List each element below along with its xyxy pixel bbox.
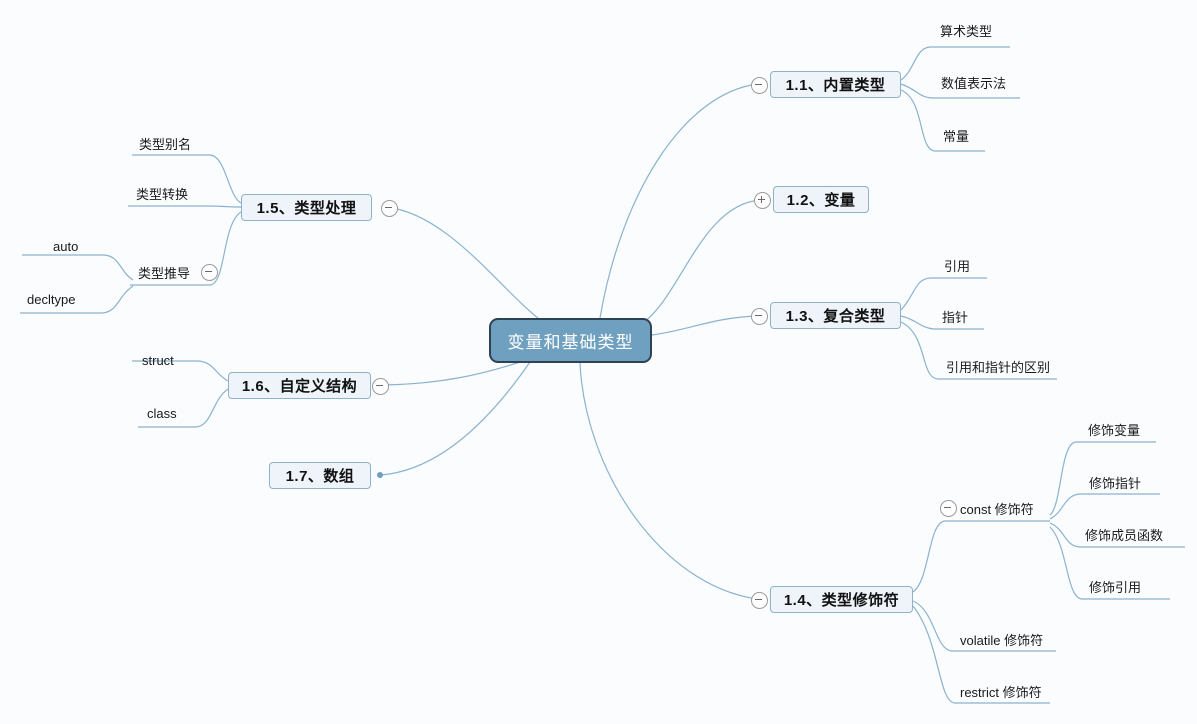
collapse-toggle-type-deduction[interactable]	[201, 264, 218, 281]
leaf-label: 修饰成员函数	[1085, 527, 1164, 543]
leaf-label: 常量	[943, 128, 970, 144]
leaf-label: decltype	[27, 291, 76, 307]
leaf-label: 修饰变量	[1088, 422, 1141, 438]
branch-node-1-3[interactable]: 1.3、复合类型	[770, 302, 901, 329]
leaf-type-alias[interactable]: 类型别名	[139, 133, 239, 153]
expand-toggle-1-2[interactable]	[754, 192, 771, 209]
leaf-reference-vs-pointer[interactable]: 引用和指针的区别	[946, 356, 1116, 376]
leaf-modify-reference[interactable]: 修饰引用	[1089, 576, 1197, 596]
leaf-modify-pointer[interactable]: 修饰指针	[1089, 472, 1197, 492]
branch-node-1-7[interactable]: 1.7、数组	[269, 462, 371, 489]
leaf-label: 修饰指针	[1089, 475, 1142, 491]
leaf-pointer[interactable]: 指针	[942, 306, 1022, 326]
leaf-struct[interactable]: struct	[142, 350, 222, 370]
leaf-auto[interactable]: auto	[53, 236, 133, 256]
leaf-label: auto	[53, 238, 79, 254]
branch-node-1-6-label: 1.6、自定义结构	[241, 378, 358, 395]
leaf-modify-variable[interactable]: 修饰变量	[1088, 419, 1197, 439]
leaf-type-conversion[interactable]: 类型转换	[136, 183, 236, 203]
leaf-label: 算术类型	[940, 23, 993, 39]
collapse-toggle-1-6[interactable]	[372, 378, 389, 395]
leaf-connector-dot-1-7	[377, 472, 383, 478]
collapse-toggle-const[interactable]	[940, 500, 957, 517]
leaf-label: volatile 修饰符	[960, 632, 1044, 648]
leaf-numeric-notation[interactable]: 数值表示法	[941, 72, 1081, 92]
leaf-class[interactable]: class	[147, 403, 227, 423]
leaf-label: 引用	[944, 258, 971, 274]
leaf-label: class	[147, 405, 177, 421]
leaf-restrict-modifier[interactable]: restrict 修饰符	[960, 681, 1100, 701]
branch-node-1-1-label: 1.1、内置类型	[785, 77, 886, 94]
branch-node-1-6[interactable]: 1.6、自定义结构	[228, 372, 371, 399]
leaf-label: struct	[142, 352, 174, 368]
branch-node-1-5[interactable]: 1.5、类型处理	[241, 194, 372, 221]
leaf-label: 指针	[942, 309, 969, 325]
leaf-label: 类型推导	[138, 265, 191, 281]
branch-node-1-1[interactable]: 1.1、内置类型	[770, 71, 901, 98]
branch-node-1-4-label: 1.4、类型修饰符	[783, 592, 900, 609]
branch-node-1-2[interactable]: 1.2、变量	[773, 186, 869, 213]
branch-node-1-3-label: 1.3、复合类型	[785, 308, 886, 325]
branch-node-1-2-label: 1.2、变量	[786, 192, 856, 209]
leaf-modify-member-function[interactable]: 修饰成员函数	[1085, 524, 1197, 544]
leaf-label: 数值表示法	[941, 75, 1007, 91]
leaf-label: 引用和指针的区别	[946, 359, 1051, 375]
collapse-toggle-1-3[interactable]	[751, 308, 768, 325]
leaf-const-modifier[interactable]: const 修饰符	[960, 498, 1090, 518]
branch-node-1-4[interactable]: 1.4、类型修饰符	[770, 586, 913, 613]
collapse-toggle-1-1[interactable]	[751, 77, 768, 94]
branch-node-1-5-label: 1.5、类型处理	[256, 200, 357, 217]
collapse-toggle-1-5[interactable]	[381, 200, 398, 217]
branch-node-1-7-label: 1.7、数组	[285, 468, 355, 485]
leaf-type-deduction[interactable]: 类型推导	[138, 262, 238, 282]
root-node-label: 变量和基础类型	[507, 333, 634, 352]
leaf-reference[interactable]: 引用	[944, 255, 1024, 275]
leaf-constant[interactable]: 常量	[943, 125, 1043, 145]
root-node[interactable]: 变量和基础类型	[489, 318, 652, 363]
leaf-volatile-modifier[interactable]: volatile 修饰符	[960, 629, 1100, 649]
leaf-label: 类型转换	[136, 186, 189, 202]
leaf-arithmetic-type[interactable]: 算术类型	[940, 20, 1060, 40]
leaf-decltype[interactable]: decltype	[27, 289, 117, 309]
leaf-label: 修饰引用	[1089, 579, 1142, 595]
leaf-label: const 修饰符	[960, 501, 1034, 517]
leaf-label: 类型别名	[139, 136, 192, 152]
leaf-label: restrict 修饰符	[960, 684, 1042, 700]
collapse-toggle-1-4[interactable]	[751, 592, 768, 609]
